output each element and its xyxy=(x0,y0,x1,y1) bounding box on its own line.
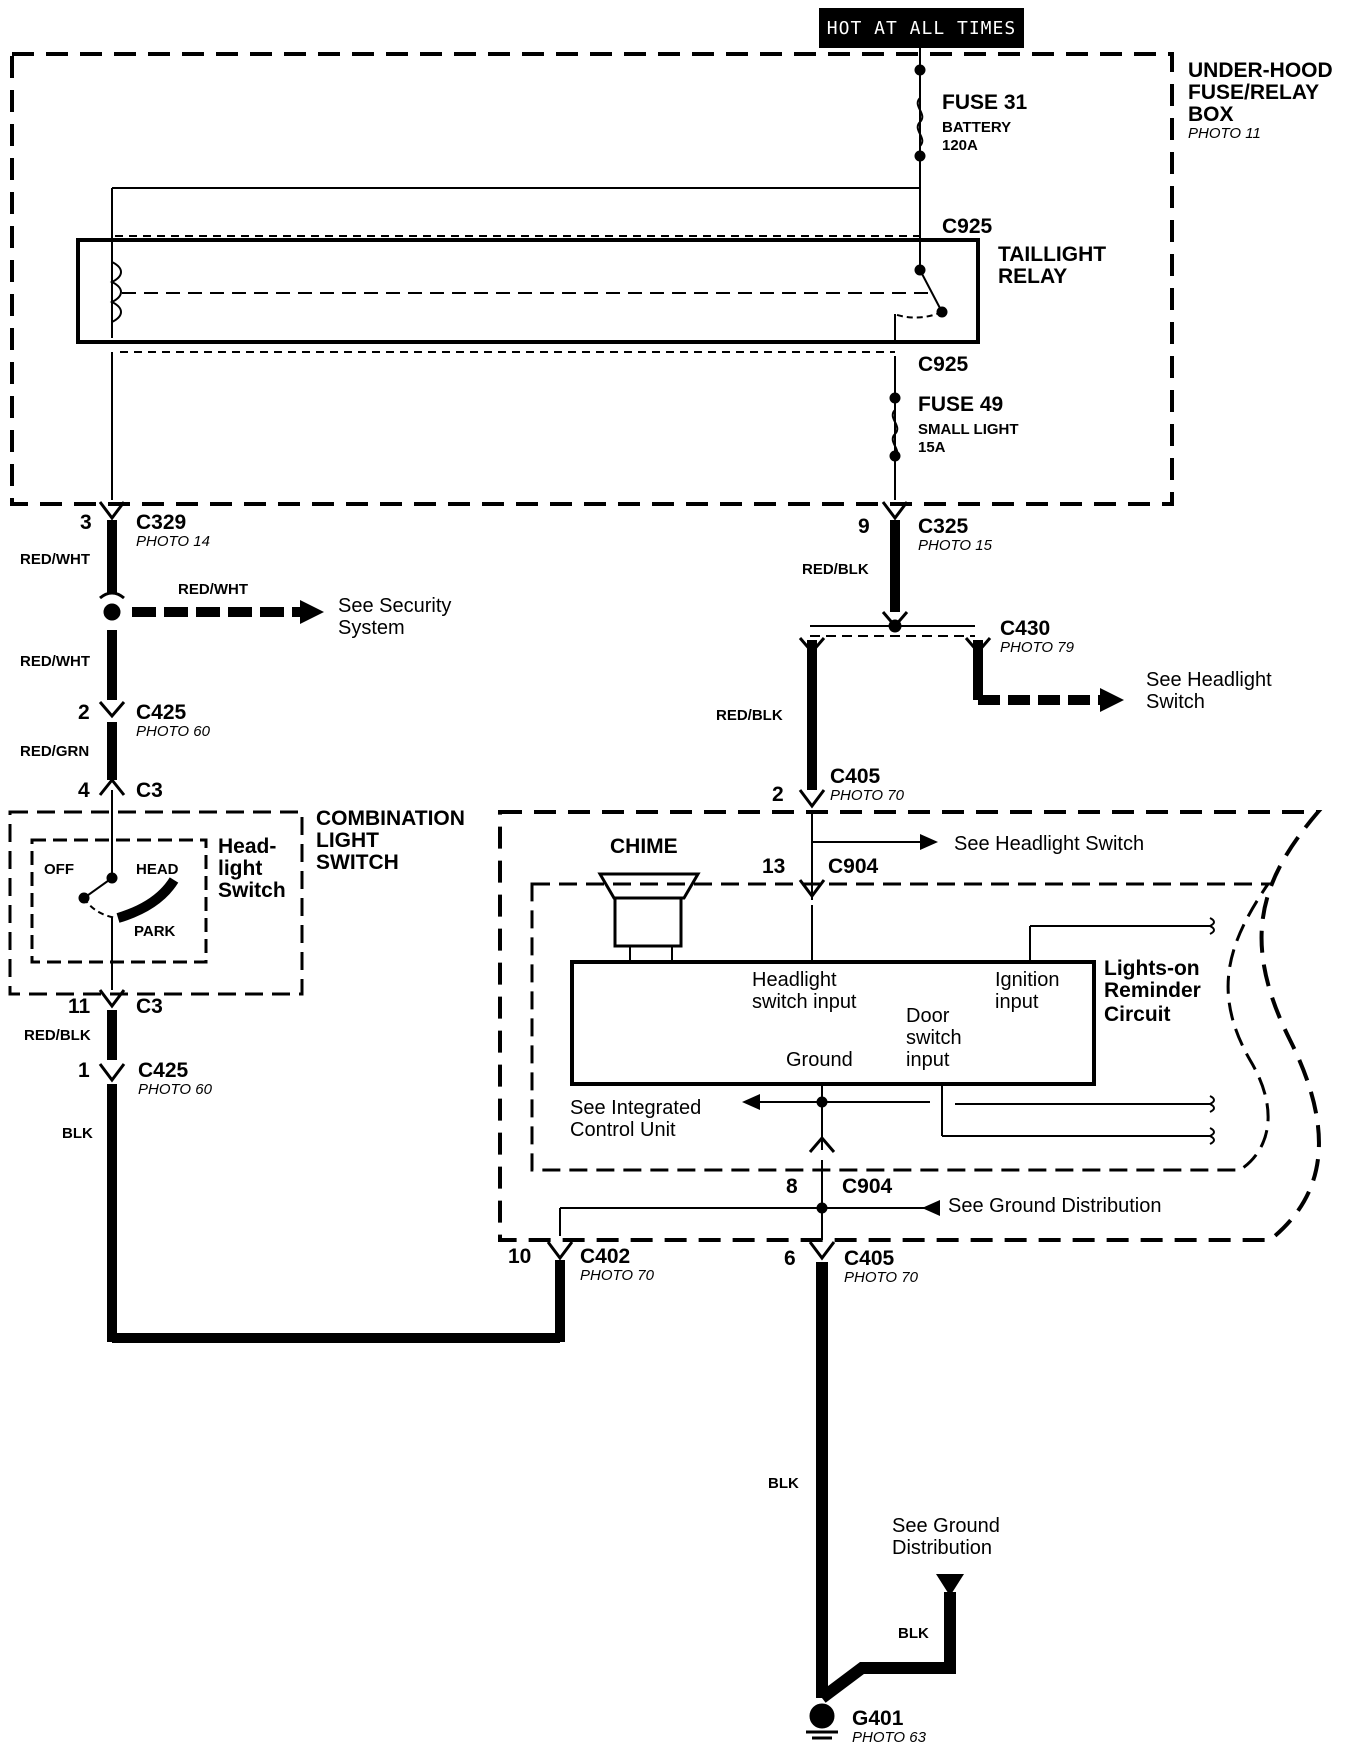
c405-top-name: C405 xyxy=(830,765,881,788)
see-icu-2: Control Unit xyxy=(570,1119,676,1141)
c405-bottom-photo: PHOTO 70 xyxy=(844,1269,918,1286)
c430-name: C430 xyxy=(1000,617,1051,640)
lights-on-label-1: Lights-on xyxy=(1104,957,1200,980)
wire-label-red-wht-2: RED/WHT xyxy=(178,581,248,598)
ground-input: Ground xyxy=(786,1049,853,1071)
see-ground-distribution-2b: Distribution xyxy=(892,1537,993,1559)
c904-top-name: C904 xyxy=(828,855,879,878)
taillight-relay-outline xyxy=(76,238,980,344)
under-hood-photo: PHOTO 11 xyxy=(1188,125,1261,142)
c329-photo: PHOTO 14 xyxy=(136,533,210,550)
headlight-switch-label-2: light xyxy=(218,857,263,880)
combination-label-1: COMBINATION xyxy=(316,807,465,830)
c405-top-photo: PHOTO 70 xyxy=(830,787,904,804)
c329-name: C329 xyxy=(136,511,187,534)
c425-top-pin: 2 xyxy=(78,701,90,724)
lights-on-label-2: Reminder xyxy=(1104,979,1201,1002)
c405-bottom-name: C405 xyxy=(844,1247,895,1270)
lights-on-label-3: Circuit xyxy=(1104,1003,1171,1026)
c904-bottom-name: C904 xyxy=(842,1175,893,1198)
fuse31-desc: BATTERY xyxy=(942,119,1012,136)
c325-name: C325 xyxy=(918,515,969,538)
c325-photo: PHOTO 15 xyxy=(918,537,992,554)
lights-on-module-box xyxy=(570,960,1096,1086)
c3-top-pin: 4 xyxy=(78,779,90,802)
headlight-switch-outline xyxy=(30,838,208,964)
lights-on-module-outline xyxy=(498,810,1323,1242)
c430-photo: PHOTO 79 xyxy=(1000,639,1074,656)
c425-top-name: C425 xyxy=(136,701,187,724)
c405-bottom-pin: 6 xyxy=(784,1247,796,1270)
c425-bottom-photo: PHOTO 60 xyxy=(138,1081,212,1098)
headlight-input-2: switch input xyxy=(752,991,857,1013)
fuse31-name: FUSE 31 xyxy=(942,91,1028,114)
c425-top-photo: PHOTO 60 xyxy=(136,723,210,740)
see-ground-distribution-1: See Ground Distribution xyxy=(948,1195,1162,1217)
see-headlight-switch-2: See Headlight Switch xyxy=(954,833,1145,855)
see-headlight-1: See Headlight xyxy=(1146,669,1272,691)
c405-top-pin: 2 xyxy=(772,783,784,806)
combination-label-3: SWITCH xyxy=(316,851,399,874)
ignition-input-1: Ignition xyxy=(995,969,1060,991)
c904-top-pin: 13 xyxy=(762,855,786,878)
fuse31-rating: 120A xyxy=(942,137,978,154)
c402-pin: 10 xyxy=(508,1245,532,1268)
under-hood-label-3: BOX xyxy=(1188,103,1234,126)
c3-bottom-pin: 11 xyxy=(68,995,91,1018)
c904-bottom-pin: 8 xyxy=(786,1175,798,1198)
chime-label: CHIME xyxy=(610,835,678,858)
c925-bottom-label: C925 xyxy=(918,353,969,376)
combination-label-2: LIGHT xyxy=(316,829,379,852)
headlight-switch-label-3: Switch xyxy=(218,879,286,902)
door-input-1: Door xyxy=(906,1005,950,1027)
see-security-1: See Security xyxy=(338,595,452,617)
switch-park: PARK xyxy=(134,923,176,940)
c402-photo: PHOTO 70 xyxy=(580,1267,654,1284)
headlight-switch-label-1: Head- xyxy=(218,835,277,858)
c3-bottom-name: C3 xyxy=(136,995,163,1018)
wire-label-red-wht-3: RED/WHT xyxy=(20,653,90,670)
c3-top-name: C3 xyxy=(136,779,163,802)
c425-bottom-name: C425 xyxy=(138,1059,189,1082)
fuse49-desc: SMALL LIGHT xyxy=(918,421,1019,438)
taillight-relay-label-1: TAILLIGHT xyxy=(998,243,1107,266)
c329-pin: 3 xyxy=(80,511,92,534)
wire-label-blk-2: BLK xyxy=(768,1475,799,1492)
chime-speaker xyxy=(613,896,683,948)
see-headlight-2: Switch xyxy=(1146,691,1205,713)
hot-at-all-times-label: HOT AT ALL TIMES xyxy=(819,8,1024,48)
fuse49-name: FUSE 49 xyxy=(918,393,1004,416)
g401-photo: PHOTO 63 xyxy=(852,1729,926,1746)
switch-head: HEAD xyxy=(136,861,179,878)
switch-off: OFF xyxy=(44,861,74,878)
door-input-3: input xyxy=(906,1049,950,1071)
c402-name: C402 xyxy=(580,1245,631,1268)
see-icu-1: See Integrated xyxy=(570,1097,702,1119)
g401-name: G401 xyxy=(852,1707,904,1730)
c925-top-label: C925 xyxy=(942,215,993,238)
ignition-input-2: input xyxy=(995,991,1039,1013)
under-hood-box-outline xyxy=(10,52,1174,506)
taillight-relay-label-2: RELAY xyxy=(998,265,1068,288)
wire-label-blk-1: BLK xyxy=(62,1125,93,1142)
fuse49-rating: 15A xyxy=(918,439,946,456)
see-security-2: System xyxy=(338,617,405,639)
wire-label-red-wht-1: RED/WHT xyxy=(20,551,90,568)
wire-label-red-grn: RED/GRN xyxy=(20,743,90,760)
wire-label-red-blk-2: RED/BLK xyxy=(802,561,869,578)
c325-pin: 9 xyxy=(858,515,870,538)
wire-label-red-blk-3: RED/BLK xyxy=(716,707,783,724)
combination-switch-outline xyxy=(8,810,304,996)
under-hood-label-2: FUSE/RELAY xyxy=(1188,81,1320,104)
under-hood-label-1: UNDER-HOOD xyxy=(1188,59,1333,82)
door-input-2: switch xyxy=(906,1027,962,1049)
see-ground-distribution-2a: See Ground xyxy=(892,1515,1000,1537)
c425-bottom-pin: 1 xyxy=(78,1059,90,1082)
headlight-input-1: Headlight xyxy=(752,969,837,991)
wire-label-blk-3: BLK xyxy=(898,1625,929,1642)
wire-label-red-blk-1: RED/BLK xyxy=(24,1027,91,1044)
